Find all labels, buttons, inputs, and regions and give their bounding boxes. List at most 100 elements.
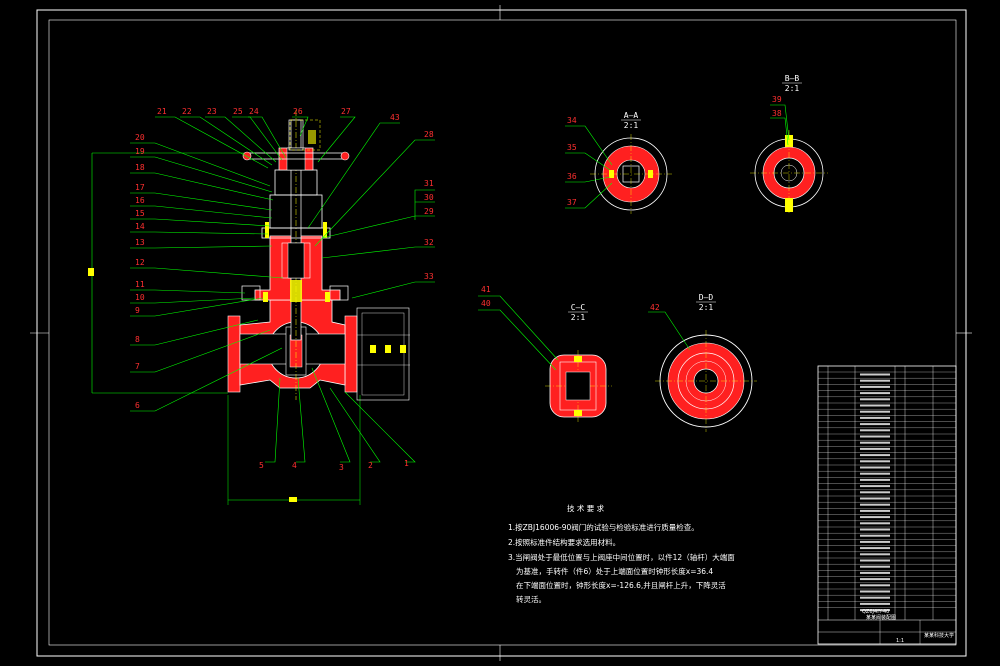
part-label-6: 6	[135, 401, 140, 410]
parts-list-text-bar	[860, 503, 890, 506]
leaders-bottom	[265, 367, 416, 463]
parts-list-text-bar	[860, 447, 890, 450]
part-label-35: 35	[567, 143, 577, 152]
tech-note-line-6: 转灵活。	[516, 594, 546, 604]
leaders-right	[307, 122, 435, 299]
parts-list-text-bar	[860, 609, 890, 612]
drawing-name: 某某阀装配图	[866, 614, 896, 621]
title-block: QZ6J4IY-40 某某阀装配图 某某科技大学 1:1	[817, 365, 957, 645]
parts-list-text-bar	[860, 584, 890, 587]
school-name: 某某科技大学	[924, 632, 954, 639]
part-label-12: 12	[135, 258, 145, 267]
part-label-40: 40	[481, 299, 491, 308]
part-label-3: 3	[339, 463, 344, 472]
section-b-b	[750, 104, 828, 215]
parts-list-text-bar	[860, 590, 890, 593]
tech-note-line-5: 在下端面位置时，钟形长度x=-126.6,并且闸杆上升，下降灵活	[516, 580, 726, 590]
parts-list-text-bar	[860, 429, 890, 432]
parts-list-text-bar	[860, 596, 890, 599]
part-label-8: 8	[135, 335, 140, 344]
part-label-2: 2	[368, 461, 373, 470]
section-title-3: D—D	[699, 293, 714, 302]
section-scale-1: 2:1	[785, 84, 800, 93]
part-label-11: 11	[135, 280, 145, 289]
part-label-17: 17	[135, 183, 145, 192]
parts-list-text-bar	[860, 497, 890, 500]
parts-list-text-bar	[860, 528, 890, 531]
parts-list-text-bar	[860, 472, 890, 475]
tech-note-line-4: 为基准，手转件（件6）处于上端面位置时钟形长度x=36.4	[516, 566, 713, 576]
part-label-41: 41	[481, 285, 491, 294]
section-title-0: A—A	[624, 111, 639, 120]
part-label-33: 33	[424, 272, 434, 281]
section-titles: A—A2:1B—B2:1C—C2:1D—D2:1	[568, 74, 802, 322]
part-label-9: 9	[135, 306, 140, 315]
part-label-32: 32	[424, 238, 434, 247]
parts-list-text-bar	[860, 516, 890, 519]
part-label-23: 23	[207, 107, 217, 116]
part-label-43: 43	[390, 113, 400, 122]
part-label-25: 25	[233, 107, 243, 116]
part-label-1: 1	[404, 459, 409, 468]
part-label-22: 22	[182, 107, 192, 116]
drawing-number: QZ6J4IY-40	[862, 609, 889, 615]
parts-list-text-bar	[860, 392, 890, 395]
part-label-29: 29	[424, 207, 434, 216]
part-label-15: 15	[135, 209, 145, 218]
tech-note-line-2: 2.按照标准件结构要求选用材料。	[508, 537, 620, 547]
parts-list-text-bar	[860, 416, 890, 419]
section-scale-0: 2:1	[624, 121, 639, 130]
part-label-27: 27	[341, 107, 351, 116]
part-label-13: 13	[135, 238, 145, 247]
parts-list-text-bar	[860, 373, 890, 376]
parts-list-text-bar	[860, 491, 890, 494]
part-label-19: 19	[135, 147, 145, 156]
tech-note-line-3: 3.当闸阀处于最低位置与上阀座中间位置时，以件12（轴杆）大端面	[508, 552, 735, 562]
parts-list-text-bar	[860, 441, 890, 444]
parts-list-text-bar	[860, 578, 890, 581]
tech-notes-title: 技 术 要 求	[567, 503, 605, 513]
parts-list-text-bar	[860, 404, 890, 407]
parts-list-text-bar	[860, 423, 890, 426]
parts-list-text-bar	[860, 398, 890, 401]
parts-list-text-bar	[860, 540, 890, 543]
parts-list-text-bar	[860, 602, 890, 605]
part-label-39: 39	[772, 95, 782, 104]
section-c-c	[478, 295, 612, 422]
technical-notes: 技 术 要 求 1.按ZBJ16006-90阀门的试验与检验标准进行质量检查。 …	[508, 503, 735, 604]
part-label-30: 30	[424, 193, 434, 202]
part-label-20: 20	[135, 133, 145, 142]
parts-list-text-bar	[860, 559, 890, 562]
parts-list-text-bar	[860, 509, 890, 512]
parts-list-text-bar	[860, 379, 890, 382]
outer-frame	[36, 9, 967, 657]
drawing-scale: 1:1	[896, 638, 904, 644]
parts-list-text-bar	[860, 478, 890, 481]
leaders-left	[130, 116, 356, 412]
parts-list-text-bar	[860, 547, 890, 550]
parts-list-text-bar	[860, 460, 890, 463]
main-valve-view	[88, 110, 410, 505]
section-scale-3: 2:1	[699, 303, 714, 312]
part-label-10: 10	[135, 293, 145, 302]
part-label-36: 36	[567, 172, 577, 181]
part-label-37: 37	[567, 198, 577, 207]
parts-list-text-bar	[860, 565, 890, 568]
part-label-14: 14	[135, 222, 145, 231]
section-title-1: B—B	[785, 74, 800, 83]
part-label-7: 7	[135, 362, 140, 371]
tech-note-line-1: 1.按ZBJ16006-90阀门的试验与检验标准进行质量检查。	[508, 522, 699, 532]
section-a-a	[565, 125, 672, 214]
part-label-26: 26	[293, 107, 303, 116]
section-d-d	[648, 311, 757, 432]
parts-list-text-bar	[860, 385, 890, 388]
parts-list-text-bar	[860, 454, 890, 457]
part-label-21: 21	[157, 107, 167, 116]
part-label-34: 34	[567, 116, 577, 125]
parts-list-text-bar	[860, 571, 890, 574]
part-label-42: 42	[650, 303, 660, 312]
part-label-5: 5	[259, 461, 264, 470]
inner-frame	[48, 19, 957, 646]
part-label-28: 28	[424, 130, 434, 139]
